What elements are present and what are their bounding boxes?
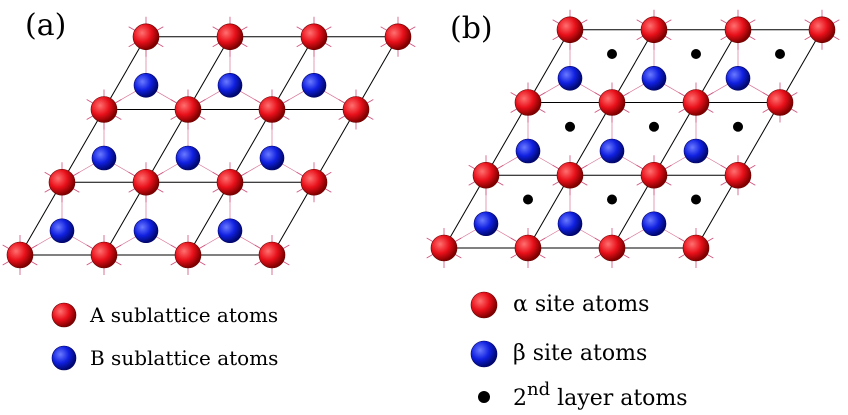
grid-line	[443, 29, 571, 249]
red-atom	[300, 23, 328, 51]
red-atom	[724, 16, 752, 44]
red-atom	[472, 161, 500, 189]
blue-atom	[683, 138, 709, 164]
blue-atom	[91, 145, 117, 171]
second-layer-atom	[523, 194, 533, 205]
second-layer-atom	[691, 49, 701, 60]
grid-line	[187, 36, 315, 256]
red-atom	[640, 161, 668, 189]
red-atom	[216, 23, 244, 51]
grid-line	[103, 36, 231, 256]
red-atom	[174, 96, 202, 123]
panel-a-lattice	[2, 16, 416, 275]
blue-atom	[599, 138, 625, 164]
second-layer-atom	[733, 121, 743, 132]
blue-atom	[473, 211, 499, 237]
red-atom	[342, 96, 370, 123]
blue-atom	[133, 72, 159, 98]
blue-atom	[641, 211, 667, 237]
legend-b-item-1: α site atoms	[513, 292, 649, 317]
panel-b-label: (b)	[450, 11, 493, 46]
red-atom	[808, 16, 836, 44]
second-layer-atom	[565, 121, 575, 132]
legend-b-beta-atom-icon	[470, 340, 498, 368]
second-layer-atom	[775, 49, 785, 60]
red-atom	[556, 161, 584, 189]
legend-b: α site atoms β site atoms 2nd layer atom…	[470, 291, 688, 411]
red-atom	[682, 89, 710, 116]
red-atom	[216, 168, 244, 196]
second-layer-atom	[607, 49, 617, 60]
blue-atom	[133, 218, 159, 244]
red-atom	[132, 168, 160, 196]
legend-a-item-1: A sublattice atoms	[89, 303, 278, 327]
blue-atom	[515, 138, 541, 164]
grid-line	[527, 29, 655, 249]
red-atom	[640, 16, 668, 44]
panel-b-lattice	[426, 9, 840, 268]
second-layer-atom	[649, 121, 659, 132]
blue-atom	[725, 65, 751, 91]
legend-a-red-atom-icon	[51, 302, 77, 328]
grid-line	[611, 29, 739, 249]
red-atom	[430, 234, 458, 262]
second-layer-atom	[691, 194, 701, 205]
red-atom	[258, 241, 286, 269]
blue-atom	[217, 72, 243, 98]
red-atom	[384, 23, 412, 51]
red-atom	[132, 23, 160, 51]
blue-atom	[301, 72, 327, 98]
legend-b-item-3-base: 2	[513, 386, 527, 411]
legend-b-alpha-atom-icon	[470, 291, 498, 319]
red-atom	[514, 234, 542, 262]
second-layer-atom	[607, 194, 617, 205]
legend-a: A sublattice atoms B sublattice atoms	[51, 302, 278, 371]
blue-atom	[49, 218, 75, 244]
red-atom	[258, 96, 286, 123]
legend-b-item-3: 2nd layer atoms	[513, 379, 688, 411]
red-atom	[724, 161, 752, 189]
red-atom	[556, 16, 584, 44]
red-atom	[6, 241, 34, 269]
blue-atom	[259, 145, 285, 171]
grid-line	[19, 36, 147, 256]
legend-b-item-3-sup: nd	[527, 379, 550, 400]
red-atom	[766, 89, 794, 116]
red-atom	[598, 234, 626, 262]
blue-atom	[557, 65, 583, 91]
red-atom	[300, 168, 328, 196]
red-atom	[514, 89, 542, 116]
grid-line	[695, 29, 823, 249]
red-atom	[682, 234, 710, 262]
legend-b-second-layer-dot-icon	[478, 391, 490, 403]
red-atom	[598, 89, 626, 116]
legend-a-item-2: B sublattice atoms	[90, 346, 278, 370]
panel-a-label: (a)	[25, 8, 66, 43]
red-atom	[48, 168, 76, 196]
blue-atom	[557, 211, 583, 237]
legend-b-item-2: β site atoms	[513, 341, 647, 366]
blue-atom	[175, 145, 201, 171]
legend-b-item-3-tail: layer atoms	[550, 386, 687, 411]
red-atom	[90, 96, 118, 123]
blue-atom	[641, 65, 667, 91]
grid-line	[271, 36, 399, 256]
blue-atom	[217, 218, 243, 244]
legend-a-blue-atom-icon	[51, 345, 77, 371]
red-atom	[174, 241, 202, 269]
red-atom	[90, 241, 118, 269]
